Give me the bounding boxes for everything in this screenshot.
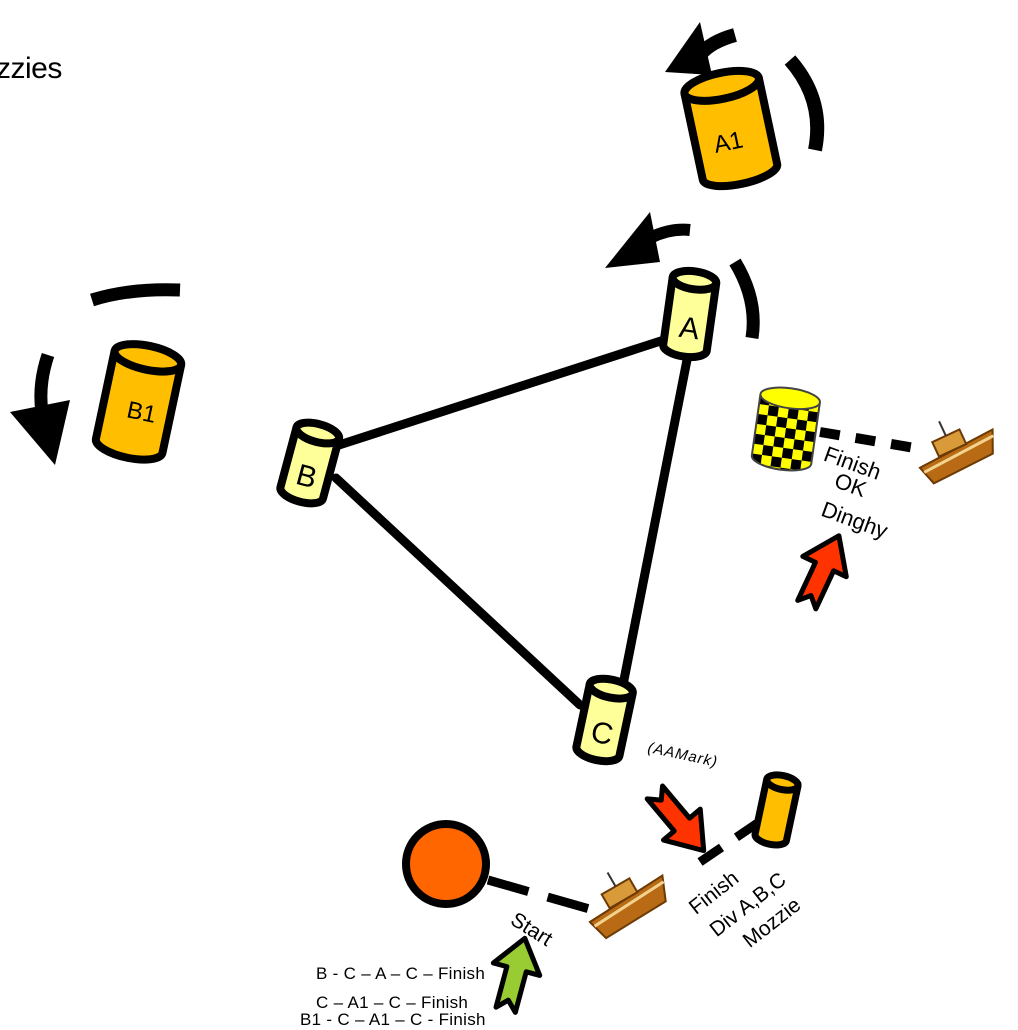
dinghy-finish-line bbox=[819, 427, 916, 453]
mark-a-label: A bbox=[677, 311, 701, 346]
mark-b bbox=[276, 418, 344, 508]
course-line-2: C – A1 – C – Finish bbox=[316, 993, 469, 1012]
mark-a bbox=[659, 266, 721, 362]
start-committee-boat-icon bbox=[588, 872, 667, 940]
div-finish-line bbox=[697, 816, 765, 866]
mark-c bbox=[572, 674, 637, 766]
mark-a1-label: A1 bbox=[711, 126, 745, 159]
page-title: zzies bbox=[0, 52, 62, 85]
start-arrow-icon bbox=[490, 935, 543, 1015]
div-finish-buoy bbox=[751, 771, 802, 849]
dinghy-finish-buoy bbox=[750, 386, 821, 472]
dinghy-finish-arrow-icon bbox=[795, 533, 849, 612]
mark-c-note: (AAMark) bbox=[646, 739, 719, 770]
dinghy-finish-line3: Dinghy bbox=[818, 496, 891, 543]
course-line-1: B - C – A – C – Finish bbox=[316, 964, 486, 983]
mark-b1 bbox=[91, 340, 186, 464]
b1-rounding-arrow bbox=[10, 283, 181, 465]
mark-b1-label: B1 bbox=[124, 396, 158, 429]
start-line bbox=[486, 875, 602, 917]
leg-a-c bbox=[617, 355, 692, 695]
leg-b-a bbox=[331, 333, 675, 451]
dinghy-committee-boat-icon bbox=[918, 420, 994, 485]
div-finish-arrow-icon bbox=[644, 783, 707, 854]
start-buoy bbox=[402, 820, 490, 908]
course-line-3: B1 - C – A1 – C - Finish bbox=[300, 1010, 486, 1029]
mark-a1 bbox=[680, 66, 782, 191]
a-rounding-arrow bbox=[605, 212, 760, 340]
course-lines bbox=[331, 333, 692, 710]
a1-rounding-arrow bbox=[665, 22, 825, 152]
leg-b-c bbox=[331, 473, 585, 710]
